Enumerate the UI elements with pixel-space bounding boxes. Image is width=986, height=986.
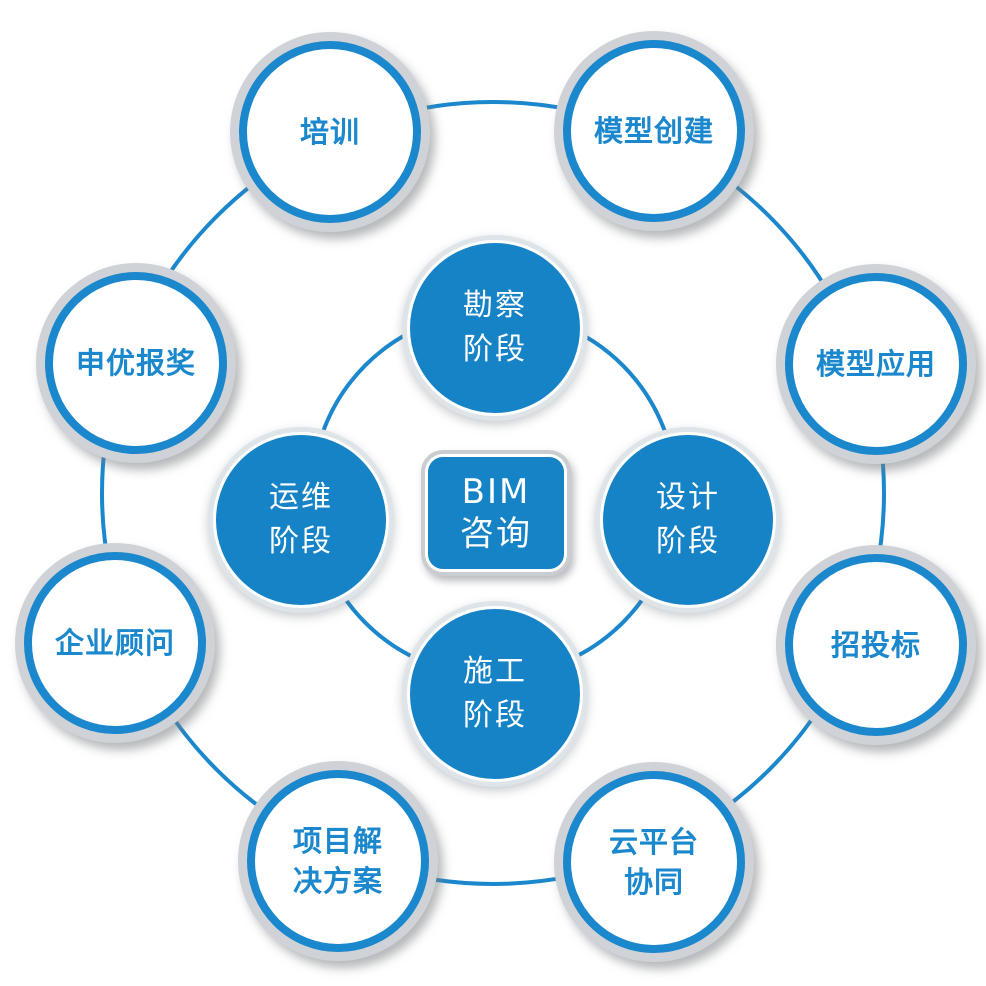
inner-node-label: 运维 阶段	[269, 480, 333, 559]
outer-node-enterprise-consulting: 企业顾问	[24, 552, 206, 734]
outer-node-cloud-platform: 云平台 协同	[563, 771, 745, 953]
outer-node-bidding: 招投标	[785, 554, 967, 736]
center-title-line2: 咨询	[460, 514, 532, 554]
outer-node-project-solution: 项目解 决方案	[247, 770, 429, 952]
outer-node-label: 模型应用	[815, 347, 936, 381]
outer-node-training: 培训	[239, 41, 421, 223]
outer-node-label: 招投标	[830, 628, 921, 662]
outer-node-model-creation: 模型创建	[563, 40, 745, 222]
outer-node-label: 模型创建	[593, 114, 714, 148]
outer-node-award-application: 申优报奖	[45, 272, 227, 454]
outer-connector-ring	[100, 100, 886, 886]
outer-node-label: 项目解 决方案	[292, 824, 383, 898]
outer-node-label: 培训	[299, 115, 360, 149]
inner-node-operation-stage: 运维 阶段	[213, 432, 389, 608]
inner-node-construction-stage: 施工 阶段	[407, 606, 583, 782]
inner-node-label: 勘察 阶段	[463, 288, 527, 367]
inner-node-label: 设计 阶段	[656, 480, 720, 559]
inner-node-design-stage: 设计 阶段	[600, 432, 776, 608]
outer-node-label: 云平台 协同	[608, 825, 699, 899]
inner-node-survey-stage: 勘察 阶段	[407, 240, 583, 416]
center-title-line1: BIM	[461, 472, 531, 512]
outer-node-label: 申优报奖	[75, 346, 196, 380]
center-bim-consulting-box: BIM 咨询	[425, 454, 567, 572]
inner-node-label: 施工 阶段	[463, 654, 527, 733]
outer-node-label: 企业顾问	[54, 626, 175, 660]
outer-node-model-application: 模型应用	[785, 273, 967, 455]
